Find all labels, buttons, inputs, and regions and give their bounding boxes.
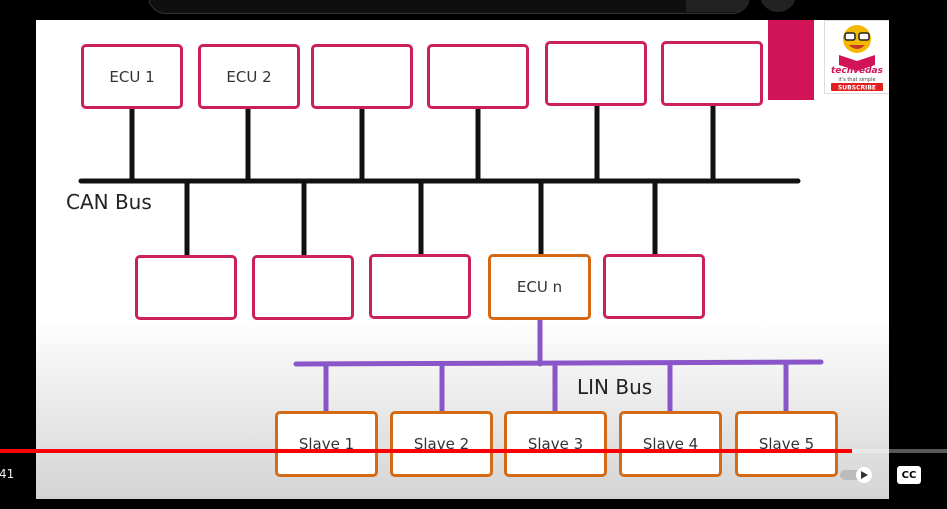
search-input[interactable] bbox=[148, 0, 750, 14]
lin-bus-label: LIN Bus bbox=[577, 375, 653, 399]
ecu-box bbox=[661, 41, 763, 106]
slave-box: Slave 1 bbox=[275, 411, 378, 477]
ecu-box bbox=[252, 255, 354, 320]
slave-box: Slave 3 bbox=[504, 411, 607, 477]
ecu-box: ECU 2 bbox=[198, 44, 300, 109]
logo-brand: techvedas bbox=[831, 66, 884, 76]
time-display: 41 bbox=[0, 467, 15, 481]
subscribe-label: SUBSCRIBE bbox=[838, 85, 876, 92]
search-button[interactable] bbox=[686, 0, 750, 12]
ecu-n-box: ECU n bbox=[488, 254, 591, 320]
slave-box: Slave 4 bbox=[619, 411, 722, 477]
slave-label: Slave 4 bbox=[642, 435, 699, 453]
progress-bar[interactable] bbox=[0, 449, 947, 453]
ecu-box bbox=[311, 44, 413, 109]
video-frame: ECU 1 ECU 2 ECU n Slave 1 Slave 2 Slave … bbox=[36, 20, 889, 499]
progress-fill bbox=[0, 449, 853, 453]
ecu-label: ECU n bbox=[516, 278, 563, 296]
ecu-box bbox=[427, 44, 529, 109]
slave-box: Slave 5 bbox=[735, 411, 838, 477]
autoplay-toggle-icon[interactable] bbox=[840, 466, 874, 484]
lin-bus-line bbox=[293, 359, 824, 367]
ecu-box bbox=[603, 254, 705, 319]
slave-label: Slave 2 bbox=[413, 435, 470, 453]
accent-bar bbox=[768, 20, 814, 100]
cc-button[interactable]: CC bbox=[897, 466, 921, 484]
ecu-label: ECU 1 bbox=[109, 67, 155, 86]
bus-lines bbox=[78, 104, 824, 415]
slave-label: Slave 1 bbox=[298, 435, 355, 453]
ecu-box bbox=[369, 254, 471, 319]
ecu-box: ECU 1 bbox=[81, 44, 183, 109]
slave-box: Slave 2 bbox=[390, 411, 493, 477]
ecu-box bbox=[545, 41, 647, 106]
channel-logo[interactable]: techvedas it's that simple SUBSCRIBE bbox=[824, 20, 889, 94]
slave-label: Slave 3 bbox=[527, 435, 584, 453]
logo-tagline: it's that simple bbox=[838, 77, 875, 83]
ecu-label: ECU 2 bbox=[226, 67, 272, 86]
slave-label: Slave 5 bbox=[758, 435, 815, 453]
ecu-box bbox=[135, 255, 237, 320]
mic-icon[interactable] bbox=[760, 0, 796, 12]
mascot-icon: techvedas it's that simple SUBSCRIBE bbox=[831, 25, 884, 92]
can-bus-label: CAN Bus bbox=[66, 190, 152, 214]
